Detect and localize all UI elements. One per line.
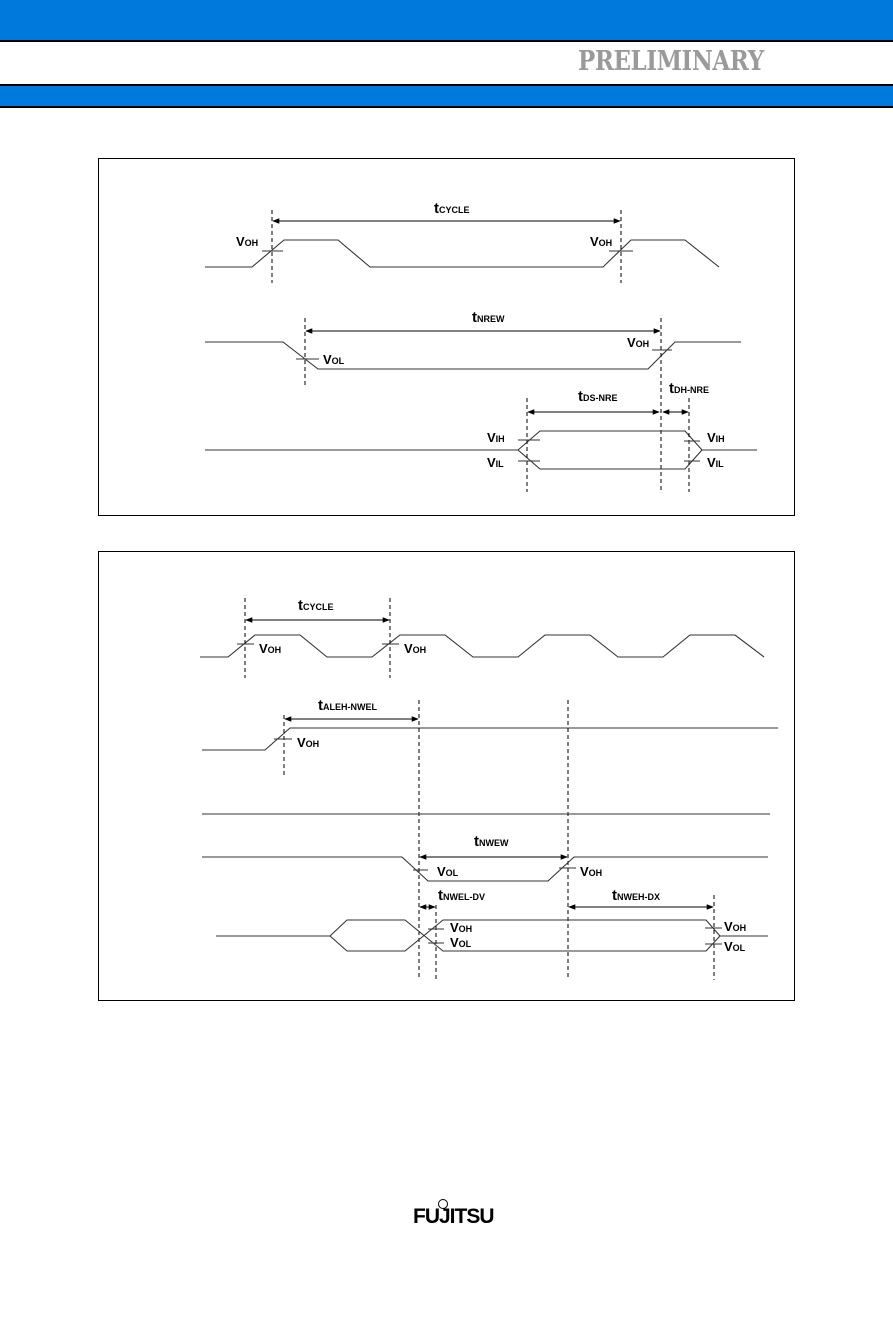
nwe-waveform — [202, 856, 768, 882]
timing-diagram-read-frame — [98, 158, 795, 516]
t-nrew-label: tNREW — [472, 309, 505, 326]
vil-label: VIL — [487, 455, 504, 470]
vih-label: VIH — [487, 430, 505, 445]
vol-label: VOL — [437, 864, 459, 879]
voh-label: VOH — [627, 335, 649, 350]
write-timing-diagram: tCYCLE VOH VOH tALEH-NWEL VOH tNWEW VOL … — [200, 597, 778, 980]
voh-label: VOH — [724, 919, 746, 934]
vol-label: VOL — [323, 352, 345, 367]
voh-label: VOH — [297, 735, 319, 750]
vol-label: VOL — [450, 935, 472, 950]
t-cycle-label: tCYCLE — [434, 200, 470, 217]
fujitsu-logo-mark — [438, 1199, 448, 1209]
nre-waveform — [205, 341, 741, 370]
voh-label: VOH — [404, 641, 426, 656]
t-nweh-dx-label: tNWEH-DX — [612, 887, 660, 904]
t-dh-nre-label: tDH-NRE — [669, 380, 709, 397]
t-aleh-nwel-label: tALEH-NWEL — [318, 697, 377, 714]
vil-label: VIL — [707, 455, 724, 470]
t-nwel-dv-label: tNWEL-DV — [438, 887, 485, 904]
vih-label: VIH — [707, 430, 725, 445]
t-cycle-label: tCYCLE — [298, 597, 334, 614]
voh-label: VOH — [259, 641, 281, 656]
voh-label: VOH — [580, 864, 602, 879]
voh-label: VOH — [236, 234, 258, 249]
read-timing-diagram: tCYCLE VOH VOH tNREW VOL VOH tDS-NRE tDH… — [205, 200, 757, 492]
t-nwew-label: tNWEW — [474, 833, 509, 850]
data-waveform — [205, 430, 757, 470]
preliminary-label: PRELIMINARY — [578, 46, 764, 77]
t-ds-nre-label: tDS-NRE — [578, 388, 618, 405]
voh-label: VOH — [590, 234, 612, 249]
data-waveform — [216, 919, 768, 952]
voh-label: VOH — [450, 920, 472, 935]
clock-waveform — [200, 634, 765, 658]
fujitsu-logo: FUJITSU — [413, 1205, 495, 1228]
clock-waveform — [205, 239, 720, 268]
timing-diagram-write-frame — [98, 551, 795, 1001]
header-band-bottom — [0, 84, 893, 108]
vol-label: VOL — [724, 939, 746, 954]
header-band-top — [0, 0, 893, 42]
